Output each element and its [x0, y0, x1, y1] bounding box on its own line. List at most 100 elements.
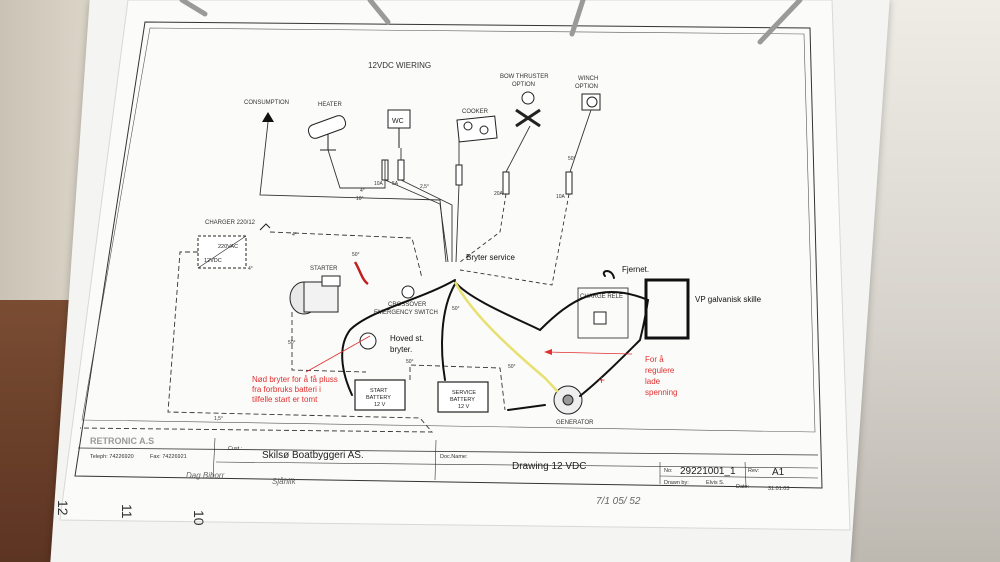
main-switch-label-2: bryter. [390, 345, 412, 354]
yellow-charge-wire [453, 281, 559, 393]
emergency-note-1: Nød bryter for å få pluss [252, 375, 338, 384]
wire-size-4: 4° [292, 232, 297, 238]
main-switch: Hoved st. bryter. [359, 332, 424, 354]
winch-label-2: OPTION [575, 84, 598, 90]
regulate-note-4: spenning [645, 388, 677, 397]
consumption-load: CONSUMPTION [244, 100, 289, 122]
diagram-title: 12VDC WIERING [368, 61, 431, 70]
start-battery-label-2: BATTERY [366, 395, 391, 401]
handwriting-3: 7/1 05/ 52 [596, 496, 641, 507]
starter-motor: STARTER [289, 266, 341, 315]
company-fax: Fax: 74226921 [150, 454, 187, 460]
number-label: No: [664, 468, 673, 474]
binder-rings [179, 0, 803, 45]
load-feed-wires [259, 109, 592, 286]
service-battery-label-3: 12 V [458, 404, 470, 410]
service-battery-label-1: SERVICE [452, 390, 476, 396]
fuse-label-1: 10A [374, 181, 384, 187]
crossover-label-2: EMERGENCY SWITCH [374, 310, 438, 316]
service-battery: SERVICE BATTERY 12 V [437, 381, 489, 413]
generator-label: GENERATOR [556, 420, 594, 426]
heater-label: HEATER [318, 102, 343, 108]
regulate-note-1: For å [645, 355, 664, 364]
emergency-note-3: tilfelle start er tomt [252, 395, 318, 404]
starter-label: STARTER [310, 266, 338, 272]
number-value: 29221001_1 [680, 466, 736, 477]
charger-dc: 12VDC [204, 258, 222, 264]
handwriting: Dag Biborr Sjåhlik 7/1 05/ 52 [186, 471, 641, 507]
customer-value: Skilsø Boatbyggeri AS. [262, 450, 364, 461]
drawn-by-label: Drawn by: [664, 480, 689, 486]
winch-load: WINCH OPTION [575, 76, 601, 111]
date-value: 31.01.03 [768, 486, 789, 492]
handwriting-2: Sjåhlik [272, 477, 297, 486]
fuse-label-4: 10A [556, 194, 566, 200]
bow-thruster-label-1: BOW THRUSTER [500, 74, 549, 80]
customer-label: Cust.: [228, 446, 243, 452]
crossover-label-1: CROSSOVER [388, 302, 427, 308]
tab-12: 12 [55, 500, 71, 516]
added-black-wiring [341, 270, 649, 411]
tab-11: 11 [119, 504, 135, 519]
binder-tabs: 12 11 10 [55, 500, 207, 526]
charge-relay: CHARGE RELE [577, 287, 629, 339]
fuse-label-2: 5A [392, 181, 399, 187]
generator: GENERATOR [553, 385, 594, 426]
service-battery-label-2: BATTERY [450, 397, 475, 403]
emergency-note-2: fra forbruks batteri i [252, 385, 321, 394]
fuse-bow-thruster [502, 171, 510, 195]
drawn-by-value: Elvis S. [706, 480, 725, 486]
charger-label: CHARGER 220/12 [205, 220, 256, 226]
regulate-note-2: regulere [645, 366, 675, 375]
docname-value: Drawing 12 VDC [512, 461, 586, 472]
start-battery-label-1: START [370, 388, 388, 394]
bow-thruster-load: BOW THRUSTER OPTION [500, 74, 549, 128]
wire-size-3: 2,5° [420, 184, 429, 190]
start-battery: START BATTERY 12 V [354, 379, 406, 411]
winch-label-1: WINCH [578, 76, 598, 82]
removed-note: Fjernet. [622, 265, 649, 274]
charger: CHARGER 220/12 220VAC 12VDC [197, 220, 271, 269]
consumption-label: CONSUMPTION [244, 100, 289, 106]
fuse-cooker [455, 164, 463, 186]
docname-label: Doc.Name: [440, 454, 468, 460]
fuse-label-3: 20A [494, 191, 504, 197]
red-annotations: + Nød bryter for å få pluss fra forbruks… [252, 335, 677, 404]
main-switch-label-1: Hoved st. [390, 334, 424, 343]
regulate-note-3: lade [645, 377, 661, 386]
cooker-label: COOKER [462, 109, 489, 115]
service-switch-note: Bryter service [466, 253, 515, 262]
charge-relay-label: CHARGE RELE [580, 294, 623, 300]
wire-size-9: 50° [452, 306, 460, 312]
fuse-winch [565, 171, 573, 195]
wire-size-7: 50° [352, 252, 360, 258]
cooker-load: COOKER [456, 109, 498, 143]
start-battery-label-3: 12 V [374, 402, 386, 408]
company-name: RETRONIC A.S [90, 436, 154, 446]
svg-text:+: + [598, 373, 605, 387]
wc-label: WC [392, 118, 404, 125]
red-wire [353, 261, 369, 286]
inner-frame [81, 27, 816, 433]
wire-size-10: 1,5° [214, 416, 223, 422]
wire-size-8: 50° [406, 359, 414, 365]
wire-size-11: 50° [508, 364, 516, 370]
bow-thruster-label-2: OPTION [512, 82, 535, 88]
paper [59, 0, 851, 531]
tab-10: 10 [191, 510, 207, 526]
ground-wires [79, 231, 506, 433]
wire-size-12: 4° [248, 266, 253, 272]
galvanic-isolator-note: VP galvanisk skille [695, 295, 762, 304]
title-block: RETRONIC A.S Teleph: 74226920 Fax: 74226… [77, 436, 819, 492]
wire-size-1: 4° [360, 188, 365, 194]
revision-value: A1 [772, 467, 785, 478]
fuse-wc [397, 159, 405, 181]
handwriting-1: Dag Biborr [186, 471, 225, 480]
charger-ac: 220VAC [218, 244, 238, 250]
revision-label: Rev: [748, 468, 760, 474]
wire-size-5: 50° [568, 156, 576, 162]
wire-size-6: 50° [288, 340, 296, 346]
company-phone: Teleph: 74226920 [90, 454, 134, 460]
date-label: Date: [736, 484, 750, 490]
